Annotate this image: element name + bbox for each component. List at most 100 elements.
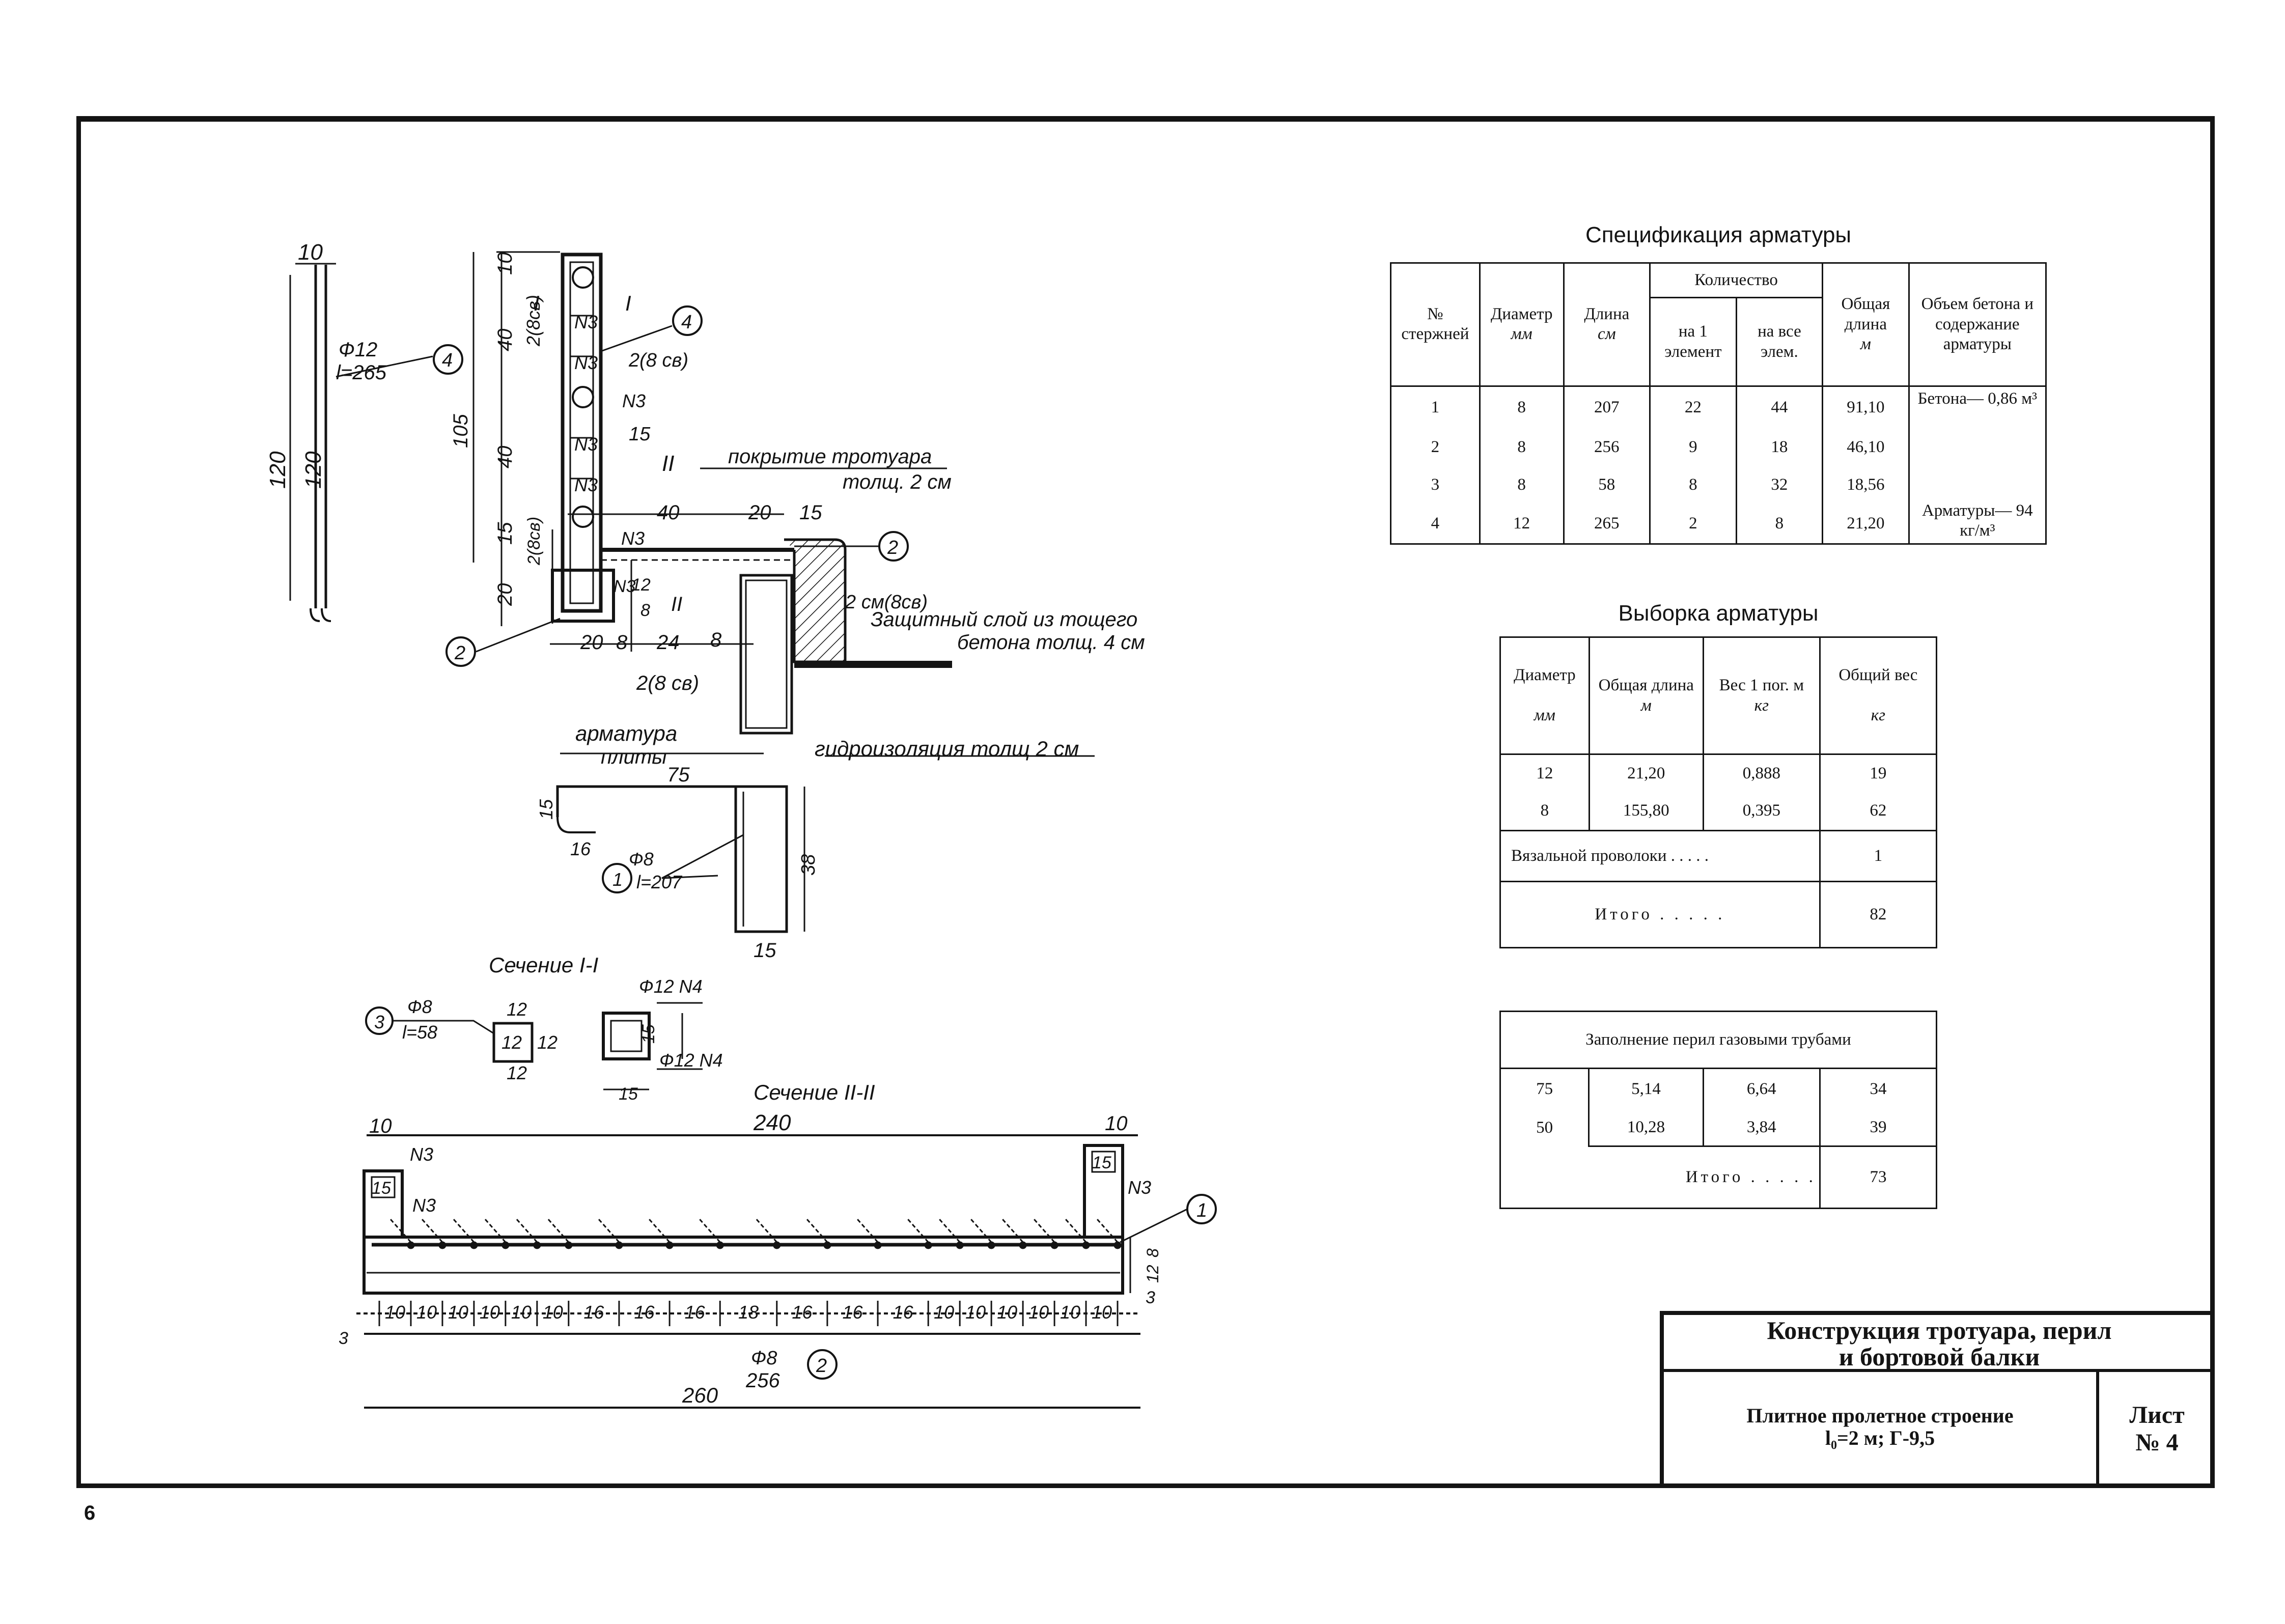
stirrup (1096, 1219, 1119, 1243)
label: Ф12 N4 (639, 976, 703, 997)
label: Сечение II-II (754, 1080, 875, 1104)
rebar-dot (987, 1241, 995, 1249)
label: 260 (682, 1383, 718, 1407)
spec-row: 1 8 207 22 44 91,10 Бетона— 0,86 м³ (1390, 386, 2047, 467)
bottom-dim-label: 10 (1092, 1302, 1112, 1323)
bar-4-detail (289, 263, 463, 622)
label: 256 (745, 1369, 780, 1392)
label: 3 (339, 1329, 348, 1348)
bar-1-detail (556, 785, 805, 933)
label: 8 (616, 631, 628, 654)
bottom-dim-label: 16 (685, 1302, 706, 1323)
stirrup (1001, 1219, 1024, 1243)
stirrup (756, 1219, 777, 1243)
label: 12 (537, 1032, 558, 1053)
label: 105 (450, 414, 472, 448)
rebar-dot (1050, 1241, 1058, 1249)
bottom-dim-label: 10 (934, 1302, 954, 1323)
bottom-dim-label: 16 (842, 1302, 863, 1323)
label: 15 (494, 522, 516, 545)
label: Защитный слой из тощего (871, 608, 1137, 631)
spec-row: 3 8 58 8 32 18,56 Арматуры— 94 кг/м³ (1390, 466, 2047, 544)
label: N3 (412, 1195, 436, 1216)
label: гидроизоляция толщ 2 см (815, 737, 1079, 761)
label: толщ. 2 см (843, 471, 952, 493)
spec-concrete: Бетона— 0,86 м³ (1908, 386, 2047, 467)
title-sub: Плитное пролетное строение l₀=2 м; Г-9,5 (1664, 1372, 2099, 1488)
label: 2(8св) (523, 295, 544, 347)
label: 2(8 св) (636, 672, 699, 694)
sheet-number: Лист № 4 (2129, 1402, 2185, 1456)
stirrup (389, 1219, 412, 1243)
stirrup (1065, 1219, 1087, 1243)
bottom-dim-label: 10 (448, 1302, 468, 1323)
label: Ф12 (339, 339, 377, 361)
label: 40 (494, 446, 516, 469)
stirrup (939, 1219, 961, 1243)
spec-table-title: Спецификация арматуры (1585, 222, 1852, 247)
label: 40 (494, 329, 516, 352)
rebar-dot (438, 1241, 447, 1249)
label: l=58 (402, 1022, 437, 1043)
label: 10 (298, 240, 323, 265)
section-I-detail (365, 1002, 703, 1090)
spec-h-qty-el: на 1 элемент (1649, 297, 1737, 387)
label: 12 (501, 1032, 522, 1053)
spec-h-vol: Объем бетона и содержание арматуры (1908, 262, 2047, 387)
title-main: Конструкция тротуара, перил и бортовой б… (1664, 1315, 2215, 1372)
label: 15 (536, 799, 556, 820)
stirrup (1033, 1219, 1055, 1243)
rebar-dot (1113, 1241, 1122, 1249)
bottom-dim-label: 10 (965, 1302, 986, 1323)
spec-row: 2 8 256 9 18 46,10 (1390, 429, 2046, 467)
pipes-row: 50 10,28 3,84 39 (1499, 1109, 1938, 1146)
bottom-dim-label: 16 (583, 1302, 604, 1323)
spec-rebar: Арматуры— 94 кг/м³ (1908, 466, 2047, 544)
stirrup (484, 1219, 506, 1243)
label: 20 (748, 501, 771, 524)
rebar-dot (470, 1241, 478, 1249)
label: 2 см(8св) (845, 592, 928, 613)
label: 12 (1144, 1265, 1162, 1283)
label: N3 (1128, 1177, 1151, 1198)
rebar-dot (773, 1241, 781, 1249)
sel-total-label: Итого . . . . . (1499, 881, 1821, 948)
rebar-dot (956, 1241, 964, 1249)
label: 240 (753, 1110, 791, 1135)
sel-wire-value: 1 (1819, 830, 1938, 882)
label: 8 (1144, 1248, 1162, 1257)
stirrup (699, 1219, 721, 1243)
label: II (671, 593, 682, 615)
label: Ф8 (629, 849, 654, 870)
rebar-dot (924, 1241, 932, 1249)
label: N3 (574, 352, 598, 373)
label: 10 (369, 1115, 392, 1137)
label: 2 (887, 537, 898, 558)
label: 12 (507, 1062, 527, 1083)
label: 4 (442, 350, 453, 371)
mark-circle (433, 344, 463, 375)
rebar-dot (823, 1241, 831, 1249)
label: l=207 (636, 872, 683, 892)
label: 10 (494, 253, 516, 275)
stirrup (970, 1219, 992, 1243)
bottom-dim-label: 10 (480, 1302, 500, 1323)
bottom-dim-label: 10 (1060, 1302, 1080, 1323)
stirrup (516, 1219, 538, 1243)
sel-total-value: 82 (1819, 881, 1938, 948)
rebar-dot (665, 1241, 674, 1249)
pipes-total-value: 73 (1819, 1145, 1938, 1210)
stirrup (648, 1219, 671, 1243)
rebar-dot (565, 1241, 573, 1249)
label: N3 (574, 434, 598, 455)
label: 20 (580, 631, 603, 654)
label: 15 (799, 501, 822, 524)
spec-h-num: № стержней (1390, 262, 1481, 387)
rebar-dot (874, 1241, 882, 1249)
label: арматура (575, 721, 677, 745)
